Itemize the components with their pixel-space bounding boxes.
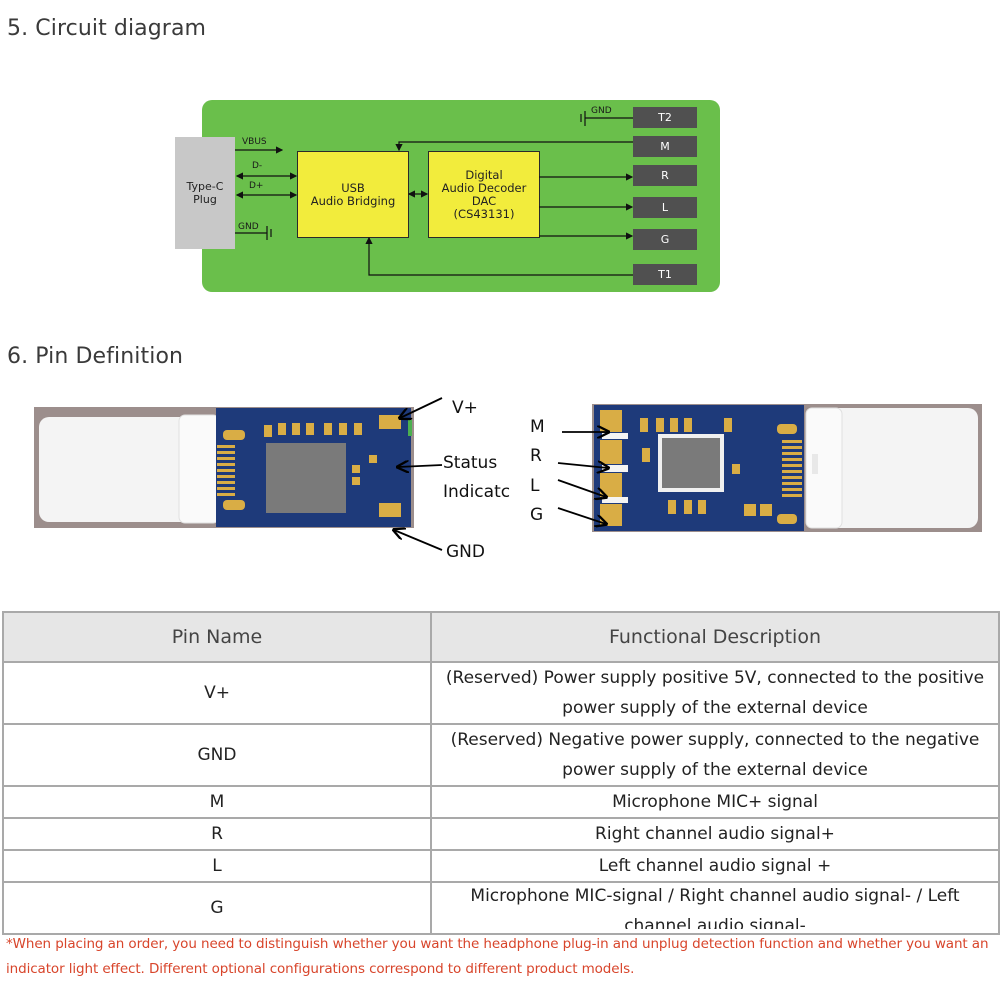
pin-r: R <box>633 165 697 186</box>
vbus-label: VBUS <box>242 137 267 147</box>
callout-m: M <box>530 417 545 437</box>
arrow-gnd <box>394 530 443 551</box>
r-pad <box>600 440 622 464</box>
callout-status-2: Indicatc <box>443 482 511 502</box>
callout-g: G <box>530 505 544 525</box>
table-row: M Microphone MIC+ signal <box>2 785 1000 819</box>
pcb-bottom-view <box>592 404 982 538</box>
pcb-main-chip <box>266 443 346 513</box>
m-wire <box>395 141 633 152</box>
right-callout-arrows <box>557 410 625 530</box>
pcb-top-view <box>34 405 414 534</box>
circuit-diagram-title: 5. Circuit diagram <box>7 16 207 41</box>
table-header-row: Pin Name Functional Description <box>2 611 1000 663</box>
gnd-pad <box>379 503 401 517</box>
gnd-right-label: GND <box>591 106 612 116</box>
table-row: GND (Reserved) Negative power supply, co… <box>2 723 1000 787</box>
usb-audio-bridging-chip: USB Audio Bridging <box>297 151 409 238</box>
circuit-wires <box>235 111 634 276</box>
pin-l: L <box>633 197 697 218</box>
pin-description-cell: Right channel audio signal+ <box>430 817 1000 851</box>
pin-description-cell: (Reserved) Negative power supply, connec… <box>430 723 1000 787</box>
pin-definition-table: Pin Name Functional Description V+ (Rese… <box>2 611 1000 935</box>
header-functional-description: Functional Description <box>430 611 1000 663</box>
pin-description-cell: (Reserved) Power supply positive 5V, con… <box>430 661 1000 725</box>
circuit-diagram: Type-C Plug USB Audio Bridging Digital A… <box>0 0 1000 320</box>
pin-description-cell-wrap: Microphone MIC-signal / Right channel au… <box>430 881 1000 935</box>
header-pin-name: Pin Name <box>2 611 432 663</box>
t1-wire <box>365 236 633 276</box>
callout-l: L <box>530 476 540 496</box>
pin-g: G <box>633 229 697 250</box>
pin-description-cell: Microphone MIC+ signal <box>430 785 1000 819</box>
pin-definition-title: 6. Pin Definition <box>7 344 184 369</box>
arrow-r <box>557 463 608 468</box>
table-row: V+ (Reserved) Power supply positive 5V, … <box>2 661 1000 725</box>
pin-name-cell: V+ <box>2 661 432 725</box>
table-row: G Microphone MIC-signal / Right channel … <box>2 881 1000 935</box>
table-row: L Left channel audio signal + <box>2 849 1000 883</box>
callout-vplus: V+ <box>452 398 478 418</box>
arrow-status <box>398 465 443 467</box>
pin-name-cell: GND <box>2 723 432 787</box>
dac-chip: Digital Audio Decoder DAC (CS43131) <box>428 151 540 238</box>
pin-m: M <box>633 136 697 157</box>
pin-name-cell: M <box>2 785 432 819</box>
order-note: *When placing an order, you need to dist… <box>6 936 989 977</box>
callout-status-1: Status <box>443 453 498 473</box>
pcb-bottom-illustration <box>592 404 982 532</box>
gnd-left-label: GND <box>238 222 259 232</box>
pin-t2: T2 <box>633 107 697 128</box>
arrow-vplus <box>400 397 443 418</box>
vplus-pad <box>379 415 401 429</box>
arrow-g <box>557 507 606 524</box>
callout-gnd: GND <box>446 542 485 562</box>
pin-description-cell: Microphone MIC-signal / Right channel au… <box>470 886 960 929</box>
pcb-top-illustration <box>34 407 414 528</box>
pin-t1: T1 <box>633 264 697 285</box>
d-plus-label: D+ <box>249 181 264 191</box>
status-led <box>408 420 412 436</box>
arrow-l <box>557 479 606 497</box>
left-callout-arrows <box>380 397 443 551</box>
table-row: R Right channel audio signal+ <box>2 817 1000 851</box>
callout-r: R <box>530 446 542 466</box>
pcb-dac-chip <box>662 438 720 488</box>
pin-description-cell: Left channel audio signal + <box>430 849 1000 883</box>
pin-name-cell: L <box>2 849 432 883</box>
pin-name-cell: R <box>2 817 432 851</box>
type-c-plug-block: Type-C Plug <box>175 137 235 249</box>
d-minus-label: D- <box>252 161 263 171</box>
pin-name-cell: G <box>2 881 432 935</box>
